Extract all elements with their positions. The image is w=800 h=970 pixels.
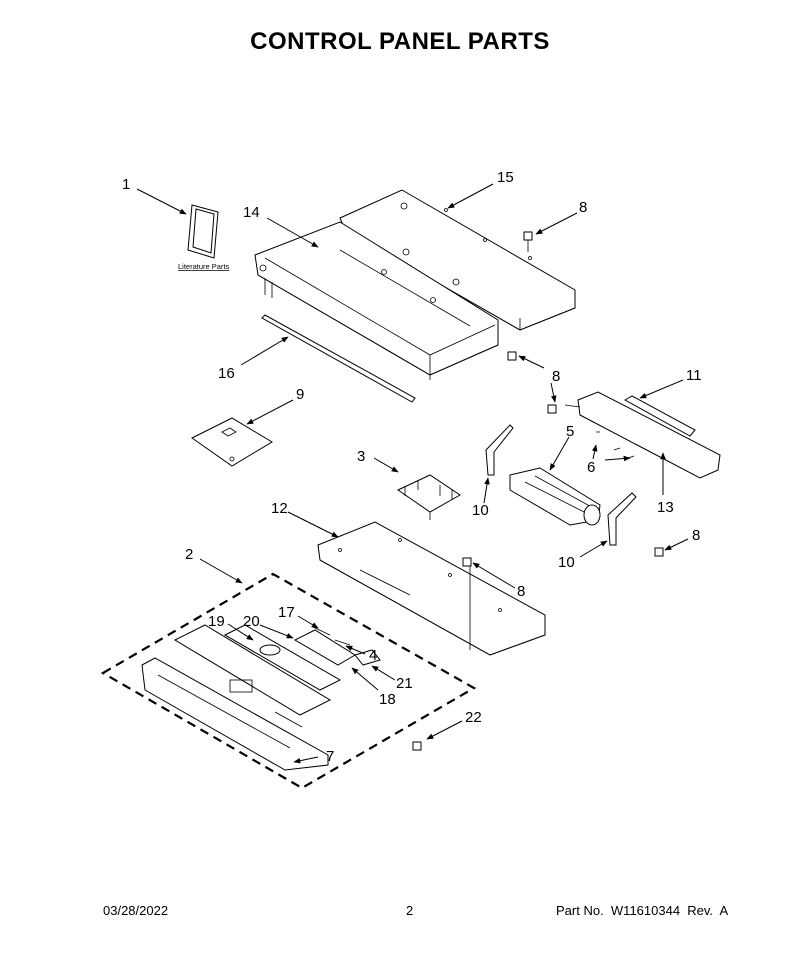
callout-21: 21: [396, 675, 413, 692]
insulation-pad: [191, 417, 273, 467]
callout-22: 22: [465, 709, 482, 726]
screws: [412, 231, 664, 751]
callout-8-lower: 8: [517, 583, 525, 600]
footer-part-number: Part No. W11610344 Rev. A: [556, 903, 729, 918]
callout-9: 9: [296, 386, 304, 403]
callout-14: 14: [243, 204, 260, 221]
control-housing: [254, 221, 499, 380]
mount-bracket: [564, 391, 721, 479]
bracket-right: [607, 492, 637, 546]
leader-lines: [136, 183, 689, 764]
control-assembly-outline: [100, 572, 477, 790]
callout-10-upper: 10: [472, 502, 489, 519]
callout-18: 18: [379, 691, 396, 708]
callout-13: 13: [657, 499, 674, 516]
blower-fan: [509, 467, 601, 526]
callout-6: 6: [587, 459, 595, 476]
footer-page-number: 2: [406, 903, 414, 918]
callout-4: 4: [369, 647, 377, 664]
callout-3: 3: [357, 448, 365, 465]
callout-7: 7: [326, 748, 334, 765]
callout-16: 16: [218, 365, 235, 382]
electronics-group: [223, 624, 381, 691]
callout-20: 20: [243, 613, 260, 630]
callout-19: 19: [208, 613, 225, 630]
base-plate: [317, 521, 546, 656]
control-panel-face: [141, 624, 332, 771]
literature-parts-label: Literature Parts: [178, 262, 230, 271]
trim-strip: [261, 314, 416, 403]
callout-labels: 1 14 15 8 16 9 8 11 5 3 6 13 10 12 10 8 …: [122, 169, 702, 765]
callout-17: 17: [278, 604, 295, 621]
bracket-left: [485, 424, 514, 476]
footer-date: 03/28/2022: [103, 903, 169, 918]
page-title: CONTROL PANEL PARTS: [250, 28, 550, 55]
callout-8-top: 8: [579, 199, 587, 216]
callout-5: 5: [566, 423, 574, 440]
callout-8-mid: 8: [552, 368, 560, 385]
callout-11: 11: [686, 367, 702, 384]
callout-8-right: 8: [692, 527, 700, 544]
callout-10-lower: 10: [558, 554, 575, 571]
callout-1: 1: [122, 176, 130, 193]
callout-12: 12: [271, 500, 288, 517]
callout-2: 2: [185, 546, 193, 563]
small-control-board: [396, 474, 461, 520]
callout-15: 15: [497, 169, 514, 186]
literature-booklet: Literature Parts: [178, 204, 230, 271]
